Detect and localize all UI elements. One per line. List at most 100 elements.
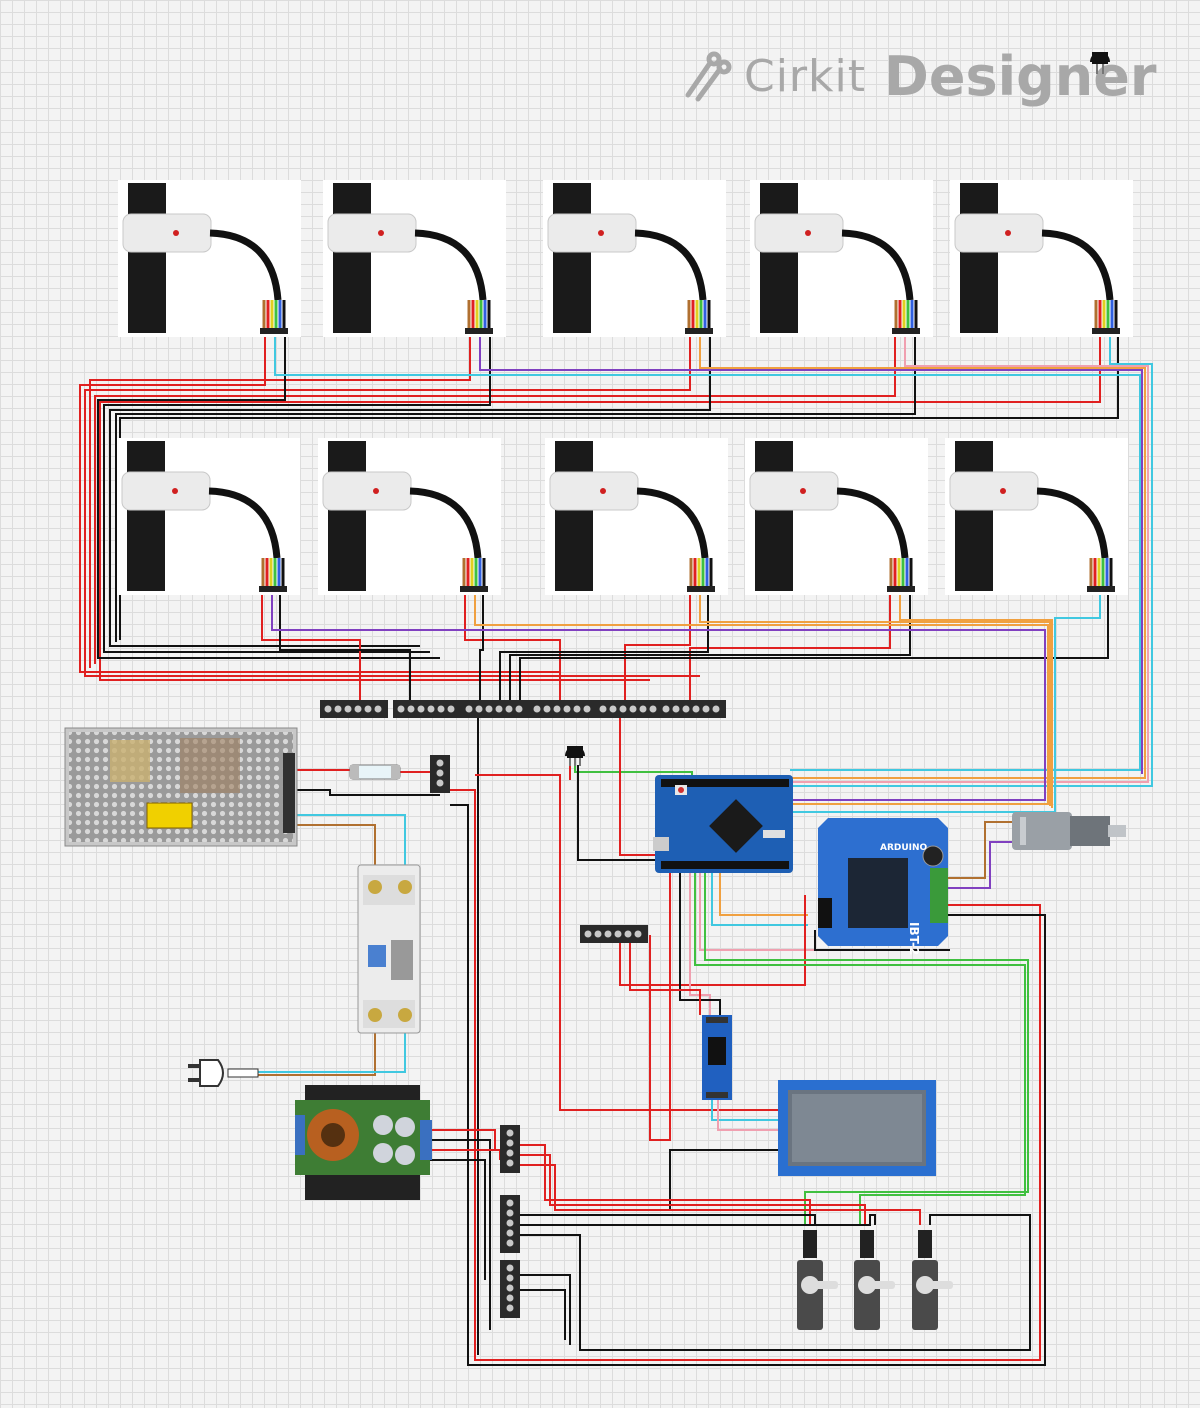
dc-buck-converter [295, 1085, 432, 1200]
ac-power-plug [188, 1059, 259, 1087]
wire-black [669, 1149, 780, 1210]
load-cell-sensor [545, 438, 728, 595]
load-cell-sensor [318, 438, 501, 595]
wire-orange [899, 595, 1053, 808]
screw-terminal-block [580, 925, 648, 943]
wire-black [279, 595, 411, 700]
screw-terminal-block [461, 700, 529, 718]
brand-name-part1: Cirkit [744, 50, 866, 102]
load-cell-sensor [750, 180, 933, 337]
arduino-mega-board [653, 775, 793, 873]
load-cell-sensor [945, 438, 1128, 595]
load-cell-sensor [118, 180, 301, 337]
wire-black [109, 335, 711, 647]
screw-terminal-block [500, 1195, 520, 1253]
wire-black [519, 595, 1109, 700]
wire-black [520, 1214, 816, 1225]
servo-motor [912, 1230, 953, 1330]
wire-cyan [274, 335, 1141, 771]
wire-orange [699, 335, 1146, 779]
ibt2-motor-driver: ARDUINO IBT-2 [818, 818, 948, 955]
servo-motor [854, 1230, 895, 1330]
servo-motor [797, 1230, 838, 1330]
wire-black [520, 1214, 1031, 1351]
wire-red [445, 789, 1041, 1361]
wire-cyan [258, 1025, 406, 1073]
wire-red [99, 335, 1101, 681]
wire-black [430, 1159, 486, 1280]
terminal-blocks [320, 700, 726, 1318]
wire-black [520, 1289, 566, 1340]
wire-red [689, 595, 891, 700]
wire-pink [717, 1095, 780, 1131]
wire-red [520, 1144, 811, 1225]
wire-green [704, 870, 1029, 1225]
screw-terminal-block [658, 700, 726, 718]
wire-purple [271, 595, 1046, 801]
wire-orange [474, 595, 1049, 805]
wire-red [84, 335, 700, 677]
wire-purple [945, 841, 1015, 889]
temperature-sensor [1090, 52, 1110, 74]
temperature-sensor [565, 746, 585, 766]
wire-red [79, 335, 560, 673]
glass-fuse [349, 764, 401, 780]
wire-cyan [711, 870, 808, 926]
wire-black [520, 1274, 571, 1345]
screw-terminal-block [320, 700, 388, 718]
wire-black [97, 335, 440, 659]
wire-cyan [790, 595, 1101, 813]
dc-gear-motor [1012, 812, 1126, 850]
brand-logo: Cirkit Designer [680, 40, 1180, 112]
wire-red [520, 1154, 866, 1225]
wire-red [430, 1129, 496, 1150]
wire-red [619, 705, 660, 856]
load-cell-sensor [745, 438, 928, 595]
hx711-amplifier-board [702, 1015, 732, 1100]
wire-brown [945, 821, 1015, 879]
wire-pink [699, 870, 815, 951]
brand-name-part2: Designer [884, 44, 1157, 108]
wire-black [520, 1214, 876, 1226]
screw-terminal-block [393, 700, 461, 718]
wire-red [464, 595, 561, 700]
wire-orange [699, 595, 1051, 806]
circuit-breaker [357, 864, 421, 1034]
cirkit-logo-icon [685, 51, 732, 102]
wires [79, 335, 1153, 1366]
wire-green [694, 870, 1026, 1225]
load-cells [117, 180, 1133, 595]
wire-cyan [790, 335, 1153, 787]
tft-lcd-display [778, 1080, 936, 1176]
wire-cyan [711, 1095, 780, 1121]
wire-red [624, 595, 691, 700]
load-cell-sensor [323, 180, 506, 337]
wire-cyan [295, 814, 406, 885]
wire-red [649, 870, 671, 1141]
wire-red [520, 1164, 921, 1225]
screw-terminal-block [500, 1125, 520, 1173]
switching-power-supply [64, 727, 298, 847]
wire-pink [790, 335, 1149, 783]
screw-terminal-block [500, 1260, 520, 1318]
screw-terminal-block [595, 700, 663, 718]
wire-black [103, 335, 491, 653]
load-cell-sensor [950, 180, 1133, 337]
wire-black [450, 804, 1046, 1366]
screw-terminal-block [430, 755, 450, 793]
load-cell-sensor [117, 438, 300, 595]
screw-terminal-block [529, 700, 597, 718]
load-cell-sensor [543, 180, 726, 337]
wire-red [89, 335, 471, 668]
wire-black [499, 595, 709, 700]
wire-red [94, 335, 896, 664]
wire-black [295, 789, 440, 796]
wire-orange [719, 870, 808, 916]
wire-purple [479, 335, 1143, 774]
motor-driver-label: IBT-2 [907, 922, 921, 955]
wire-black [577, 765, 660, 861]
wire-black [430, 1139, 491, 1330]
wire-brown [258, 1025, 376, 1076]
wire-red [261, 595, 361, 700]
